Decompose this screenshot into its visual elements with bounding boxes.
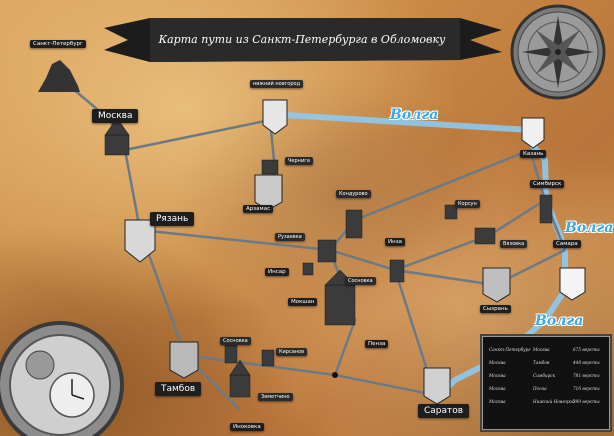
horseman-statue	[38, 60, 80, 92]
river-label-volga-north: Волга	[390, 107, 439, 123]
city-label-penza: Пенза	[365, 340, 389, 348]
city-label-arzamas: Арзамас	[243, 205, 274, 213]
coat-of-arms-shields	[124, 99, 586, 405]
city-label-inokovka: Инокoвка	[230, 423, 264, 431]
castle-silhouettes	[104, 117, 553, 398]
city-label-ryazan: Рязань	[150, 212, 195, 226]
city-label-cherniga: Чернига	[285, 157, 313, 165]
city-label-kondurovo: Кондурово	[336, 190, 371, 198]
distance-table: Санкт-Петербург Москва 675 версты Москва…	[482, 336, 610, 430]
city-label-korsun: Корсун	[455, 200, 480, 208]
city-label-kazan: Казань	[520, 150, 547, 158]
city-label-samara: Самара	[553, 240, 581, 248]
city-label-ruzaevka: Рузаевка	[275, 233, 305, 241]
city-label-zemetchino: Земетчино	[258, 393, 293, 401]
city-label-spb: Санкт-Петербург	[30, 40, 86, 48]
river-label-volga-east: Волга	[565, 220, 614, 236]
city-label-vyazovka: Вязовка	[500, 240, 528, 248]
city-label-saratov: Саратов	[418, 404, 470, 418]
title-ribbon	[104, 18, 502, 62]
city-label-moskva: Москва	[92, 109, 139, 123]
city-label-tambov: Тамбов	[155, 382, 202, 396]
city-label-simbirsk: Симбирск	[530, 180, 565, 188]
river-label-volga-south: Волга	[535, 313, 584, 329]
city-label-kirsanov: Кирсанов	[276, 348, 308, 356]
city-label-nizhny: нижний новгород	[250, 80, 304, 88]
pocket-watch-icon	[0, 321, 124, 436]
junction-dot	[332, 372, 338, 378]
city-label-sosnovka: Сосновка	[345, 277, 376, 285]
city-label-insar: Инсар	[265, 268, 289, 276]
compass-rose-icon	[510, 4, 606, 100]
city-label-inza: Инза	[385, 238, 406, 246]
city-label-syzran: Сызрань	[480, 305, 511, 313]
city-label-mokshan: Мокшан	[288, 298, 318, 306]
map-title: Карта пути из Санкт-Петербурга в Обломов…	[158, 33, 446, 46]
city-label-sosnovka-2: Сосновка	[220, 337, 251, 345]
